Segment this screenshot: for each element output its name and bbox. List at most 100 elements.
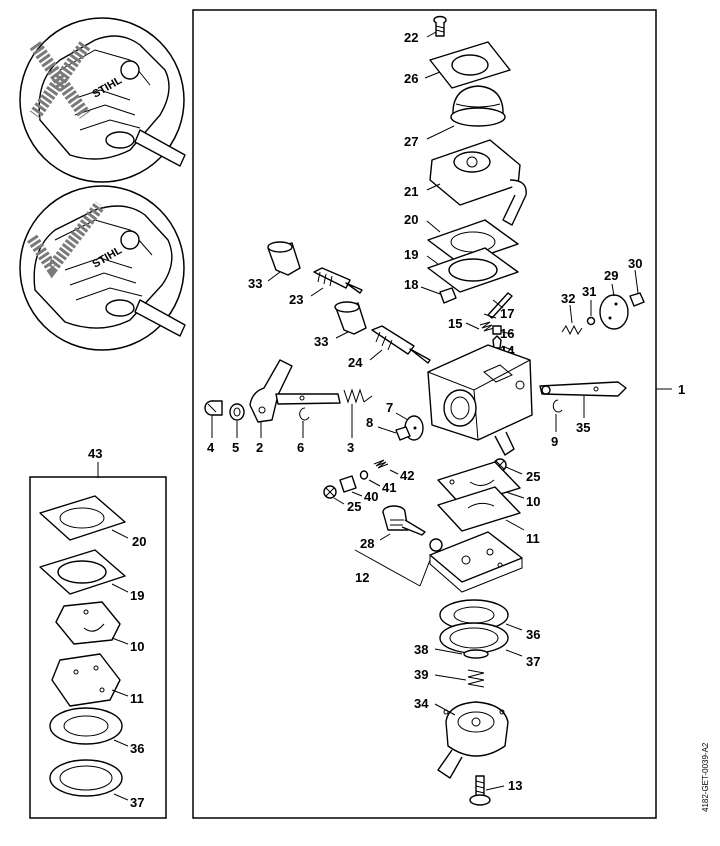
callout-21: 21 <box>404 184 418 199</box>
screw-22 <box>433 15 447 37</box>
trimmer-engine-illustration-a: STIHL <box>38 35 186 167</box>
callout-28: 28 <box>360 536 374 551</box>
correct-check-mark <box>27 201 105 279</box>
callout-19: 19 <box>404 247 418 262</box>
e-clip-9 <box>552 399 563 413</box>
torsion-spring-3 <box>343 388 373 404</box>
callout-27: 27 <box>404 134 418 149</box>
carburetor-body <box>427 344 533 456</box>
callout-37: 37 <box>526 654 540 669</box>
callout-13: 13 <box>508 778 522 793</box>
callout-36: 36 <box>526 627 540 642</box>
plate-29 <box>599 294 629 330</box>
callout-20: 20 <box>404 212 418 227</box>
callout-9: 9 <box>551 434 558 449</box>
callout-33-upper: 33 <box>248 276 262 291</box>
primer-bulb-27 <box>450 85 506 127</box>
fitting-28 <box>382 505 426 536</box>
throttle-shaft-2 <box>249 359 341 423</box>
kit-diaphragm-36 <box>49 707 123 745</box>
callout-2: 2 <box>256 440 263 455</box>
valve-40 <box>339 475 357 493</box>
screw-8 <box>395 426 411 441</box>
spring-42 <box>373 459 389 469</box>
main-assembly-frame <box>192 9 657 819</box>
callout-38: 38 <box>414 642 428 657</box>
callout-29: 29 <box>604 268 618 283</box>
adjusting-screw-23 <box>313 267 363 294</box>
callout-30: 30 <box>628 256 642 271</box>
callout-3: 3 <box>347 440 354 455</box>
callout-7: 7 <box>386 400 393 415</box>
kit-callout-10: 10 <box>130 639 144 654</box>
spring-15 <box>479 321 495 332</box>
kit-gasket-37 <box>49 759 123 797</box>
callout-40: 40 <box>364 489 378 504</box>
callout-23: 23 <box>289 292 303 307</box>
callout-1: 1 <box>678 382 685 397</box>
callout-8: 8 <box>366 415 373 430</box>
gasket-19 <box>427 247 519 293</box>
diaphragm-11 <box>437 486 521 532</box>
drawing-code: 4182-GET-0039-A2 <box>701 742 710 812</box>
screen-25-left <box>323 485 337 499</box>
callout-4: 4 <box>207 440 215 455</box>
callout-18: 18 <box>404 277 418 292</box>
kit-callout-11: 11 <box>130 691 144 706</box>
kit-gasket-10 <box>55 601 121 645</box>
kit-callout-20: 20 <box>132 534 146 549</box>
incorrect-view-circle: STIHL <box>19 17 186 183</box>
callout-26: 26 <box>404 71 418 86</box>
callout-42: 42 <box>400 468 414 483</box>
o-ring-41 <box>359 470 369 480</box>
ball-31 <box>586 316 596 326</box>
screw-30 <box>629 292 645 307</box>
kit-callout-36: 36 <box>130 741 144 756</box>
choke-shaft-35 <box>539 381 627 397</box>
callout-41: 41 <box>382 480 396 495</box>
callout-5: 5 <box>232 440 239 455</box>
washer-5 <box>229 403 245 421</box>
callout-15: 15 <box>448 316 462 331</box>
kit-callout-37: 37 <box>130 795 144 810</box>
callout-43: 43 <box>88 446 102 461</box>
gasket-37 <box>439 622 509 654</box>
callout-11: 11 <box>526 531 540 546</box>
gasket-26 <box>429 41 511 89</box>
callout-32: 32 <box>561 291 575 306</box>
kit-callout-19: 19 <box>130 588 144 603</box>
incorrect-cross-mark <box>29 41 91 119</box>
callout-25-right: 25 <box>526 469 540 484</box>
callout-24: 24 <box>348 355 363 370</box>
callout-10: 10 <box>526 494 540 509</box>
callout-34: 34 <box>414 696 429 711</box>
pump-cover-21 <box>429 139 527 226</box>
callout-6: 6 <box>297 440 304 455</box>
callout-39: 39 <box>414 667 428 682</box>
callout-35: 35 <box>576 420 590 435</box>
callout-17: 17 <box>500 306 514 321</box>
kit-diaphragm-20 <box>39 495 126 541</box>
screw-18 <box>439 287 457 304</box>
pin-16 <box>492 325 502 335</box>
e-clip-6 <box>299 407 310 421</box>
spring-32 <box>561 324 583 336</box>
callout-22: 22 <box>404 30 418 45</box>
repair-kit-frame <box>29 476 167 819</box>
callout-31: 31 <box>582 284 596 299</box>
limiter-cap-33-lower <box>334 301 367 335</box>
callout-25-left: 25 <box>347 499 361 514</box>
pump-cover-34 <box>437 701 509 779</box>
correct-view-circle: STIHL <box>19 185 186 351</box>
screw-13 <box>469 775 491 806</box>
spring-39 <box>467 669 485 688</box>
adjusting-screw-24 <box>371 325 431 364</box>
callout-12: 12 <box>355 570 369 585</box>
limiter-cap-33-upper <box>267 241 301 276</box>
callout-33-lower: 33 <box>314 334 328 349</box>
disc-38 <box>463 649 489 659</box>
gasket-10 <box>437 461 521 507</box>
metering-body-12 <box>429 531 523 593</box>
